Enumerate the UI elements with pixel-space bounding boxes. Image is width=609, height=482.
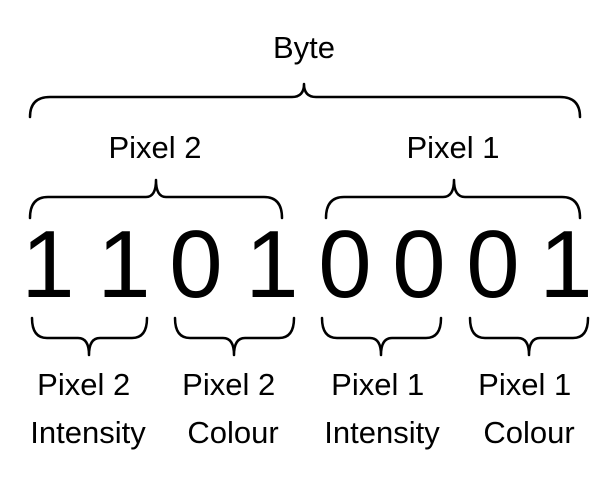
bit: 0 bbox=[466, 211, 519, 318]
pixel-1-brace bbox=[324, 178, 582, 220]
bit: 1 bbox=[97, 211, 150, 318]
pixel-1-colour-brace bbox=[468, 316, 590, 357]
pixel-1-colour-line-2: Colour bbox=[483, 415, 574, 450]
pixel-1-colour-label: Pixel 1 Colour bbox=[478, 367, 580, 450]
pixel-1-intensity-line-2: Intensity bbox=[324, 415, 440, 450]
pixel-2-colour-line-1: Pixel 2 bbox=[182, 367, 275, 402]
pixel-2-label: Pixel 2 bbox=[108, 130, 201, 165]
bit: 0 bbox=[318, 211, 371, 318]
pixel-2-intensity-label: Pixel 2 Intensity bbox=[30, 367, 146, 450]
pixel-2-colour-brace bbox=[173, 316, 296, 357]
pixel-1-intensity-label: Pixel 1 Intensity bbox=[324, 367, 440, 450]
bit: 1 bbox=[245, 211, 298, 318]
pixel-2-intensity-line-2: Intensity bbox=[30, 415, 146, 450]
pixel-1-intensity-line-1: Pixel 1 bbox=[331, 367, 424, 402]
pixel-2-intensity-line-1: Pixel 2 bbox=[37, 367, 130, 402]
pixel-2-intensity-brace bbox=[30, 316, 149, 357]
pixel-1-colour-line-1: Pixel 1 bbox=[478, 367, 571, 402]
bit: 1 bbox=[21, 211, 74, 318]
pixel-1-intensity-brace bbox=[320, 316, 443, 357]
pixel-1-label: Pixel 1 bbox=[406, 130, 499, 165]
byte-brace bbox=[28, 82, 582, 119]
pixel-2-colour-line-2: Colour bbox=[187, 415, 278, 450]
pixel-2-colour-label: Pixel 2 Colour bbox=[182, 367, 284, 450]
pixel-2-brace bbox=[28, 178, 284, 220]
byte-label: Byte bbox=[273, 30, 335, 65]
bit: 0 bbox=[169, 211, 222, 318]
bit: 0 bbox=[392, 211, 445, 318]
bit: 1 bbox=[539, 211, 592, 318]
